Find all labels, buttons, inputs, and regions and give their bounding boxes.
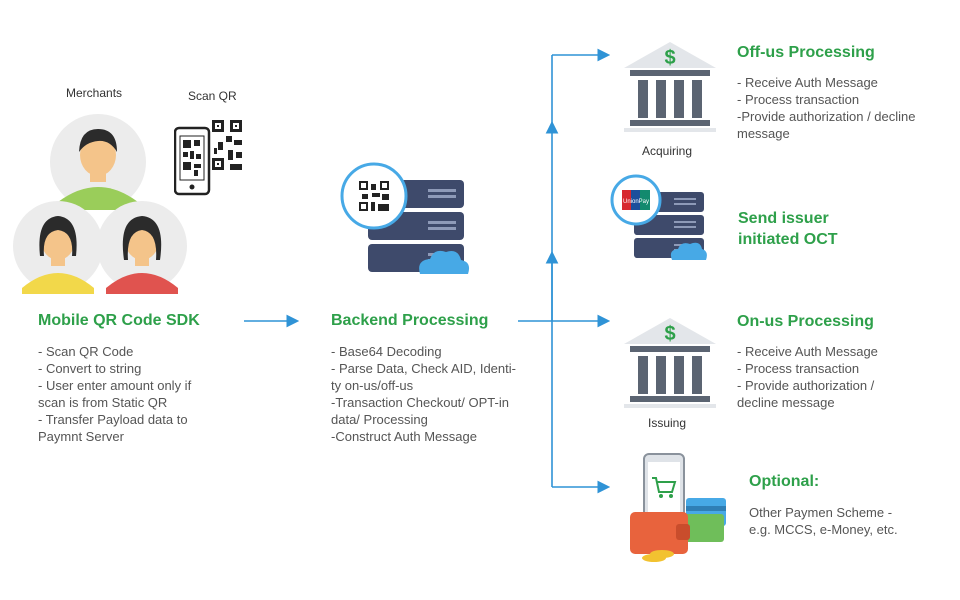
list-item: scan is from Static QR [38, 395, 168, 410]
list-item: -Construct Auth Message [331, 429, 477, 444]
list-item: - Convert to string [38, 361, 142, 376]
merchant-female-red-icon [97, 201, 187, 294]
list-item: - Base64 Decoding [331, 344, 442, 359]
list-item: - Scan QR Code [38, 344, 134, 359]
list-item: e.g. MCCS, e-Money, etc. [749, 522, 898, 537]
off-us-title: Off-us Processing [737, 44, 875, 61]
on-us-title: On-us Processing [737, 313, 874, 330]
unionpay-logo-text: UnionPay [623, 199, 649, 205]
merchants-label: Merchants [66, 86, 123, 100]
merchant-male-icon [50, 114, 146, 210]
bank-icon: $ [624, 318, 716, 408]
oct-title-line1: Send issuer [738, 210, 829, 227]
list-item: - Receive Auth Message [737, 75, 878, 90]
list-item: - Receive Auth Message [737, 344, 878, 359]
unionpay-server-icon: UnionPay [610, 174, 707, 260]
backend-title: Backend Processing [331, 312, 489, 329]
mobile-sdk-bullets: - Scan QR Code - Convert to string - Use… [38, 343, 238, 445]
list-item: - Process transaction [737, 92, 860, 107]
backend-server-icon [340, 162, 470, 274]
backend-bullets: - Base64 Decoding - Parse Data, Check AI… [331, 343, 546, 445]
list-item: - User enter amount only if [38, 378, 192, 393]
list-item: decline message [737, 395, 835, 410]
issuing-label: Issuing [648, 416, 687, 430]
wallet-phone-card-icon [630, 453, 726, 562]
merchant-female-icon [13, 201, 103, 294]
on-us-bullets: - Receive Auth Message - Process transac… [737, 343, 952, 411]
list-item: Paymnt Server [38, 429, 124, 444]
list-item: - Transfer Payload data to [38, 412, 188, 427]
acquiring-label: Acquiring [642, 144, 693, 158]
list-item: Other Paymen Scheme - [749, 505, 893, 520]
svg-text:$: $ [664, 47, 675, 69]
list-item: - Provide authorization / [737, 378, 875, 393]
scan-qr-label: Scan QR [188, 89, 237, 103]
list-item: data/ Processing [331, 412, 428, 427]
mobile-sdk-title: Mobile QR Code SDK [38, 312, 200, 329]
phone-qr-icon [174, 120, 242, 196]
list-item: - Parse Data, Check AID, Identi- [331, 361, 516, 376]
optional-title: Optional: [749, 473, 820, 490]
list-item: -Provide authorization / decline [737, 109, 916, 124]
off-us-bullets: - Receive Auth Message - Process transac… [737, 74, 952, 142]
optional-lines: Other Paymen Scheme - e.g. MCCS, e-Money… [749, 504, 949, 538]
list-item: -Transaction Checkout/ OPT-in [331, 395, 509, 410]
merchants-illustration [13, 114, 187, 294]
list-item: ty on-us/off-us [331, 378, 414, 393]
bank-icon: $ [624, 42, 716, 132]
oct-title: Send issuer initiated OCT [738, 208, 838, 250]
oct-title-line2: initiated OCT [738, 231, 838, 248]
list-item: message [737, 126, 790, 141]
list-item: - Process transaction [737, 361, 860, 376]
svg-text:$: $ [664, 323, 675, 345]
